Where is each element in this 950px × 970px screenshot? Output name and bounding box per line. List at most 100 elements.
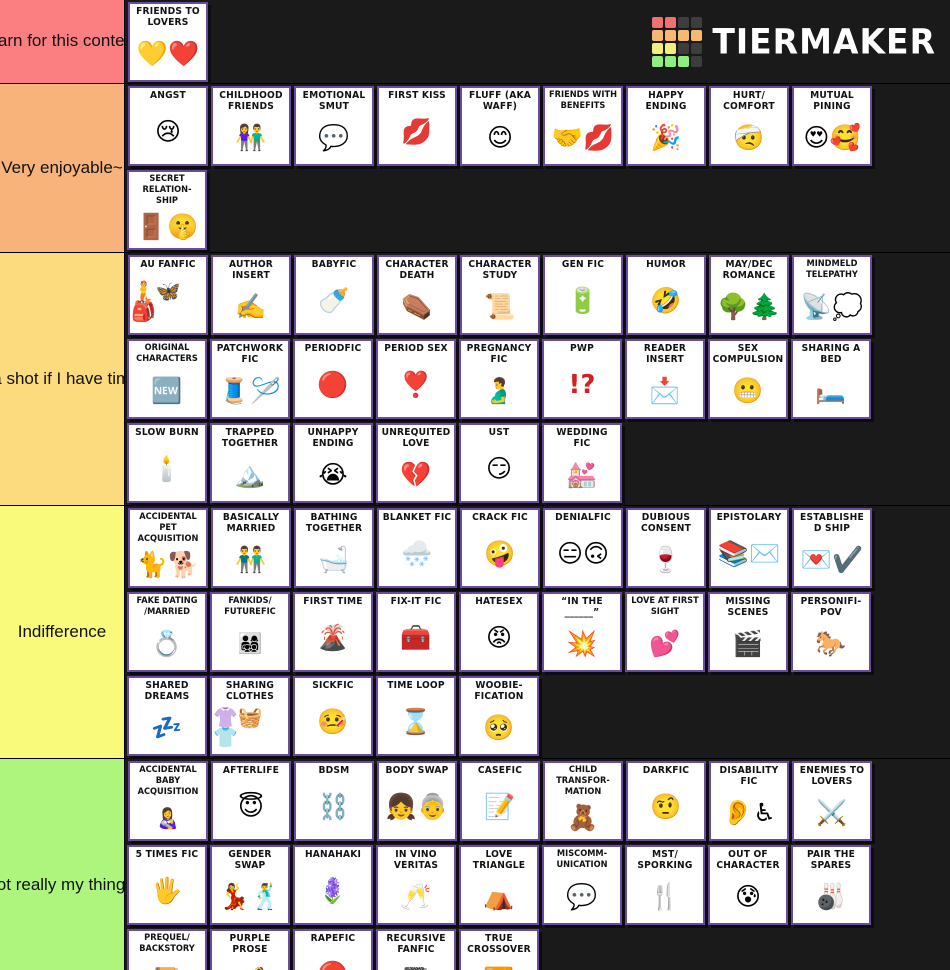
- tier-card[interactable]: PERIODFIC🔴: [293, 339, 373, 419]
- tier-card[interactable]: CHILD TRANSFOR- MATION🧸: [543, 761, 623, 841]
- tier-card[interactable]: HANAHAKI🪻: [293, 845, 373, 925]
- tier-card-area[interactable]: ACCIDENTAL BABY ACQUISITION👩‍🍼AFTERLIFE😇…: [125, 759, 950, 970]
- tier-card[interactable]: ANGST😢: [128, 86, 208, 166]
- tier-card-area[interactable]: ACCIDENTAL PET ACQUISITION🐈🐕BASICALLY MA…: [125, 506, 950, 758]
- tier-card[interactable]: BODY SWAP👧👵: [377, 761, 457, 841]
- tier-card[interactable]: CASEFIC📝: [460, 761, 540, 841]
- tier-card[interactable]: FIX-IT FIC🧰: [376, 592, 456, 672]
- tier-card[interactable]: LOVE AT FIRST SIGHT💕: [625, 592, 705, 672]
- tier-card-emoji: 💔: [400, 459, 432, 489]
- tier-card[interactable]: UNHAPPY ENDING😭: [293, 423, 373, 503]
- tier-card[interactable]: SECRET RELATION- SHIP🚪🤫: [127, 170, 207, 250]
- tier-card[interactable]: MISCOMM- UNICATION💬: [542, 845, 622, 925]
- tier-card[interactable]: ENEMIES TO LOVERS⚔️: [792, 761, 872, 841]
- tier-card[interactable]: TIME LOOP⌛: [376, 676, 456, 756]
- tier-card[interactable]: CHILDHOOD FRIENDS👫: [211, 86, 291, 166]
- tier-card[interactable]: EMOTIONAL SMUT💬: [294, 86, 374, 166]
- tier-card[interactable]: LOVE TRIANGLE⛺: [459, 845, 539, 925]
- tier-card[interactable]: WEDDING FIC💒: [542, 423, 622, 503]
- tier-card-area[interactable]: ANGST😢CHILDHOOD FRIENDS👫EMOTIONAL SMUT💬F…: [125, 84, 950, 252]
- tier-card[interactable]: ESTABLISHED SHIP💌✔️: [792, 508, 872, 588]
- tier-card[interactable]: UST😏: [459, 423, 539, 503]
- tier-card[interactable]: FRIENDS WITH BENEFITS🤝💋: [543, 86, 623, 166]
- tier-card[interactable]: EPISTOLARY📚✉️: [709, 508, 789, 588]
- tier-card[interactable]: ACCIDENTAL PET ACQUISITION🐈🐕: [128, 508, 208, 588]
- tier-card[interactable]: BABYFIC🍼: [294, 255, 374, 335]
- tier-card[interactable]: GEN FIC🔋: [543, 255, 623, 335]
- tier-card[interactable]: GENDER SWAP💃🕺: [210, 845, 290, 925]
- tier-card[interactable]: CRACK FIC🤪: [460, 508, 540, 588]
- tier-card[interactable]: HUMOR🤣: [626, 255, 706, 335]
- tier-card[interactable]: BDSM⛓️: [294, 761, 374, 841]
- tier-card[interactable]: PERSONIFI- POV🐎: [791, 592, 871, 672]
- tier-card[interactable]: PERIOD SEX❣️: [376, 339, 456, 419]
- tier-card[interactable]: “IN THE ______”💥: [542, 592, 622, 672]
- tier-card[interactable]: FIRST KISS💋: [377, 86, 457, 166]
- tier-card[interactable]: IN VINO VERITAS🥂: [376, 845, 456, 925]
- tier-card[interactable]: PURPLE PROSE🖋️: [210, 929, 290, 970]
- tier-card[interactable]: MINDMELD TELEPATHY📡💭: [792, 255, 872, 335]
- tier-card[interactable]: SICKFIC🤒: [293, 676, 373, 756]
- tier-card[interactable]: TRUE CROSSOVER🔀: [459, 929, 539, 970]
- tier-card[interactable]: AU FANFIC🧜🦋🎒: [128, 255, 208, 335]
- tier-card[interactable]: BASICALLY MARRIED👬: [211, 508, 291, 588]
- tier-card-emoji: 🔋: [567, 286, 599, 315]
- tier-card[interactable]: FLUFF (AKA WAFF)😊: [460, 86, 540, 166]
- tier-label-tier-indifference[interactable]: Indifference: [0, 506, 125, 758]
- tier-card-caption: ENEMIES TO LOVERS: [799, 765, 865, 787]
- tier-card[interactable]: OUT OF CHARACTER😰: [708, 845, 788, 925]
- tier-card[interactable]: SHARING CLOTHES👚🧺👕: [210, 676, 290, 756]
- tier-card[interactable]: SLOW BURN🕯️: [127, 423, 207, 503]
- tier-card[interactable]: PATCHWORK FIC🧵🪡: [210, 339, 290, 419]
- tier-card[interactable]: TRAPPED TOGETHER🏔️: [210, 423, 290, 503]
- tier-card[interactable]: BLANKET FIC🌨️: [377, 508, 457, 588]
- tier-card-emoji: 🥂: [400, 881, 432, 911]
- tier-card-emoji: 👨‍👩‍👧‍👦: [237, 631, 263, 655]
- tier-card[interactable]: FAKE DATING /MARRIED💍: [127, 592, 207, 672]
- tier-card[interactable]: CHARACTER DEATH⚰️: [377, 255, 457, 335]
- tier-card[interactable]: DISABILITY FIC👂♿: [709, 761, 789, 841]
- tier-card-emoji: ⚰️: [401, 291, 433, 321]
- tier-card[interactable]: HAPPY ENDING🎉: [626, 86, 706, 166]
- tier-card[interactable]: HURT/ COMFORT🤕: [709, 86, 789, 166]
- tier-label-tier-give-it-a-shot[interactable]: I'll give it a shot if I have time/energ…: [0, 253, 125, 505]
- tier-card[interactable]: 5 TIMES FIC🖐️: [127, 845, 207, 925]
- tier-card[interactable]: FRIENDS TO LOVERS💛❤️: [128, 2, 208, 82]
- tier-label-tier-not-really-my-thing[interactable]: Not really my thing...: [0, 759, 125, 970]
- tier-card-area[interactable]: FRIENDS TO LOVERS💛❤️TIERMAKER: [125, 0, 950, 83]
- tier-card[interactable]: CHARACTER STUDY📜: [460, 255, 540, 335]
- tier-card[interactable]: PREGNANCY FIC🫃: [459, 339, 539, 419]
- tier-label-tier-yearn[interactable]: I yearn for this content ♥: [0, 0, 125, 83]
- tier-card[interactable]: UNREQUITED LOVE💔: [376, 423, 456, 503]
- tier-card[interactable]: PAIR THE SPARES🎳: [791, 845, 871, 925]
- tier-card[interactable]: FIRST TIME🌋: [293, 592, 373, 672]
- tier-card[interactable]: AUTHOR INSERT✍️: [211, 255, 291, 335]
- tier-card[interactable]: RECURSIVE FANFIC📓: [376, 929, 456, 970]
- tier-card[interactable]: PWP!?: [542, 339, 622, 419]
- tier-card[interactable]: MISSING SCENES🎬: [708, 592, 788, 672]
- tier-card-emoji: 🛁: [318, 544, 350, 574]
- tier-card-emoji: 🕯️: [151, 454, 183, 483]
- tier-card[interactable]: FANKIDS/ FUTUREFIC👨‍👩‍👧‍👦: [210, 592, 290, 672]
- tier-card[interactable]: ORIGINAL CHARACTERS🆕: [127, 339, 207, 419]
- tier-card[interactable]: ACCIDENTAL BABY ACQUISITION👩‍🍼: [128, 761, 208, 841]
- tier-card[interactable]: RAPEFIC⛔: [293, 929, 373, 970]
- tier-card[interactable]: MST/ SPORKING🍴: [625, 845, 705, 925]
- tier-card[interactable]: DUBIOUS CONSENT🍷: [626, 508, 706, 588]
- tier-card[interactable]: MAY/DEC ROMANCE🌳🌲: [709, 255, 789, 335]
- tier-label-tier-very-enjoyable[interactable]: Very enjoyable~: [0, 84, 125, 252]
- tier-card[interactable]: PREQUEL/ BACKSTORY📔: [127, 929, 207, 970]
- tier-card[interactable]: AFTERLIFE😇: [211, 761, 291, 841]
- tier-card[interactable]: DARKFIC🤨: [626, 761, 706, 841]
- tier-card[interactable]: SEX COMPULSION😬: [708, 339, 788, 419]
- tier-card[interactable]: SHARING A BED🛏️: [791, 339, 871, 419]
- tier-card[interactable]: BATHING TOGETHER🛁: [294, 508, 374, 588]
- tier-card-emoji: 😡: [485, 623, 513, 652]
- tier-card[interactable]: HATESEX😡: [459, 592, 539, 672]
- tier-card[interactable]: SHARED DREAMS💤: [127, 676, 207, 756]
- tier-card-area[interactable]: AU FANFIC🧜🦋🎒AUTHOR INSERT✍️BABYFIC🍼CHARA…: [125, 253, 950, 505]
- tier-card[interactable]: DENIALFIC😑🙃: [543, 508, 623, 588]
- tier-card[interactable]: READER INSERT📩: [625, 339, 705, 419]
- tier-card[interactable]: WOOBIE- FICATION🥺: [459, 676, 539, 756]
- tier-card[interactable]: MUTUAL PINING😍🥰: [792, 86, 872, 166]
